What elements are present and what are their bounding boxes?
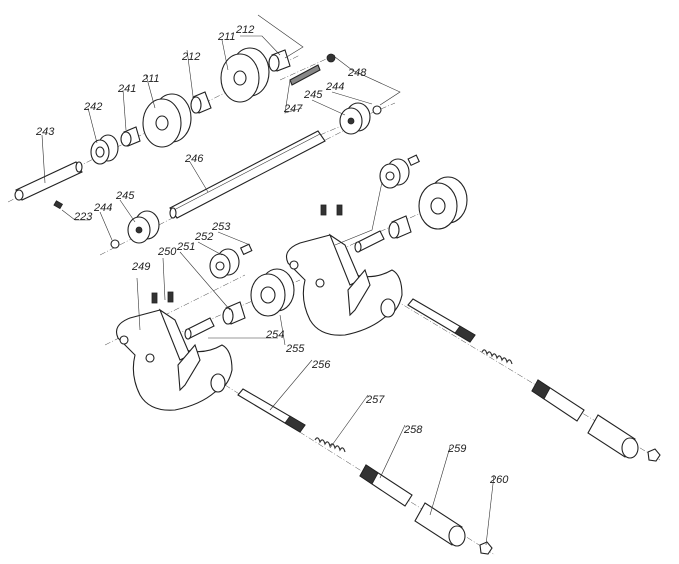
label-248: 248 xyxy=(347,67,367,79)
label-260: 260 xyxy=(489,474,509,486)
label-244-right: 244 xyxy=(325,81,344,93)
sleeve-right xyxy=(531,379,585,422)
shaft-243 xyxy=(14,161,83,201)
label-212-top: 212 xyxy=(235,24,254,36)
gear-right-small xyxy=(379,158,410,189)
label-245-right: 245 xyxy=(303,89,323,101)
gear-252 xyxy=(209,248,240,279)
label-250: 250 xyxy=(157,246,177,258)
rod-256 xyxy=(237,388,306,433)
key-253 xyxy=(239,243,253,256)
label-257: 257 xyxy=(365,394,385,406)
clip-244-left xyxy=(110,239,120,249)
label-244-left: 244 xyxy=(93,202,112,214)
bushing-251 xyxy=(222,301,246,325)
spring-257 xyxy=(314,437,346,453)
key-right xyxy=(407,154,420,167)
label-249: 249 xyxy=(131,261,150,273)
pin-254 xyxy=(184,317,215,340)
label-211: 211 xyxy=(141,73,160,85)
part-labels: 212 211 212 211 241 242 243 246 223 244 … xyxy=(35,24,509,486)
setscrews-right xyxy=(320,204,343,216)
label-254: 254 xyxy=(265,329,284,341)
gear-right-large xyxy=(418,176,468,230)
label-211-top: 211 xyxy=(217,31,236,43)
spacer-212-upper xyxy=(268,49,291,72)
label-247: 247 xyxy=(283,103,303,115)
label-251: 251 xyxy=(176,241,195,253)
cylinder-right xyxy=(587,414,639,459)
rod-right xyxy=(407,298,476,343)
gear-211-lower xyxy=(142,93,192,148)
label-252: 252 xyxy=(194,231,213,243)
bearing-245-left xyxy=(127,210,160,244)
label-256: 256 xyxy=(311,359,331,371)
label-242: 242 xyxy=(83,101,102,113)
spacer-212-lower xyxy=(190,91,212,114)
label-253: 253 xyxy=(211,221,231,233)
label-243: 243 xyxy=(35,126,55,138)
label-212: 212 xyxy=(181,51,200,63)
spring-right xyxy=(481,349,513,365)
cylinder-259 xyxy=(414,502,466,547)
clip-244-right xyxy=(372,105,382,115)
nut-right xyxy=(647,448,661,462)
nut-260 xyxy=(479,541,493,555)
label-245-left: 245 xyxy=(115,190,135,202)
setscrews-250 xyxy=(151,291,174,304)
label-255: 255 xyxy=(285,343,305,355)
shaft-246 xyxy=(169,130,326,219)
bearing-245-right xyxy=(339,102,371,135)
nut-242 xyxy=(90,134,119,165)
label-246: 246 xyxy=(184,153,204,165)
bushing-right xyxy=(388,215,412,239)
label-259: 259 xyxy=(447,443,466,455)
label-223: 223 xyxy=(73,211,93,223)
leader-lines xyxy=(41,14,495,546)
gear-255 xyxy=(250,268,295,317)
bushing-241 xyxy=(120,126,141,147)
spring-247 xyxy=(289,64,321,86)
screw-223 xyxy=(53,200,64,210)
gear-211-upper xyxy=(220,47,270,103)
bracket-249 xyxy=(115,308,233,411)
nut-248 xyxy=(326,53,336,63)
sleeve-258 xyxy=(359,464,413,507)
bracket-right xyxy=(285,233,403,336)
label-241: 241 xyxy=(117,83,136,95)
pin-right xyxy=(354,230,385,253)
label-258: 258 xyxy=(403,424,423,436)
